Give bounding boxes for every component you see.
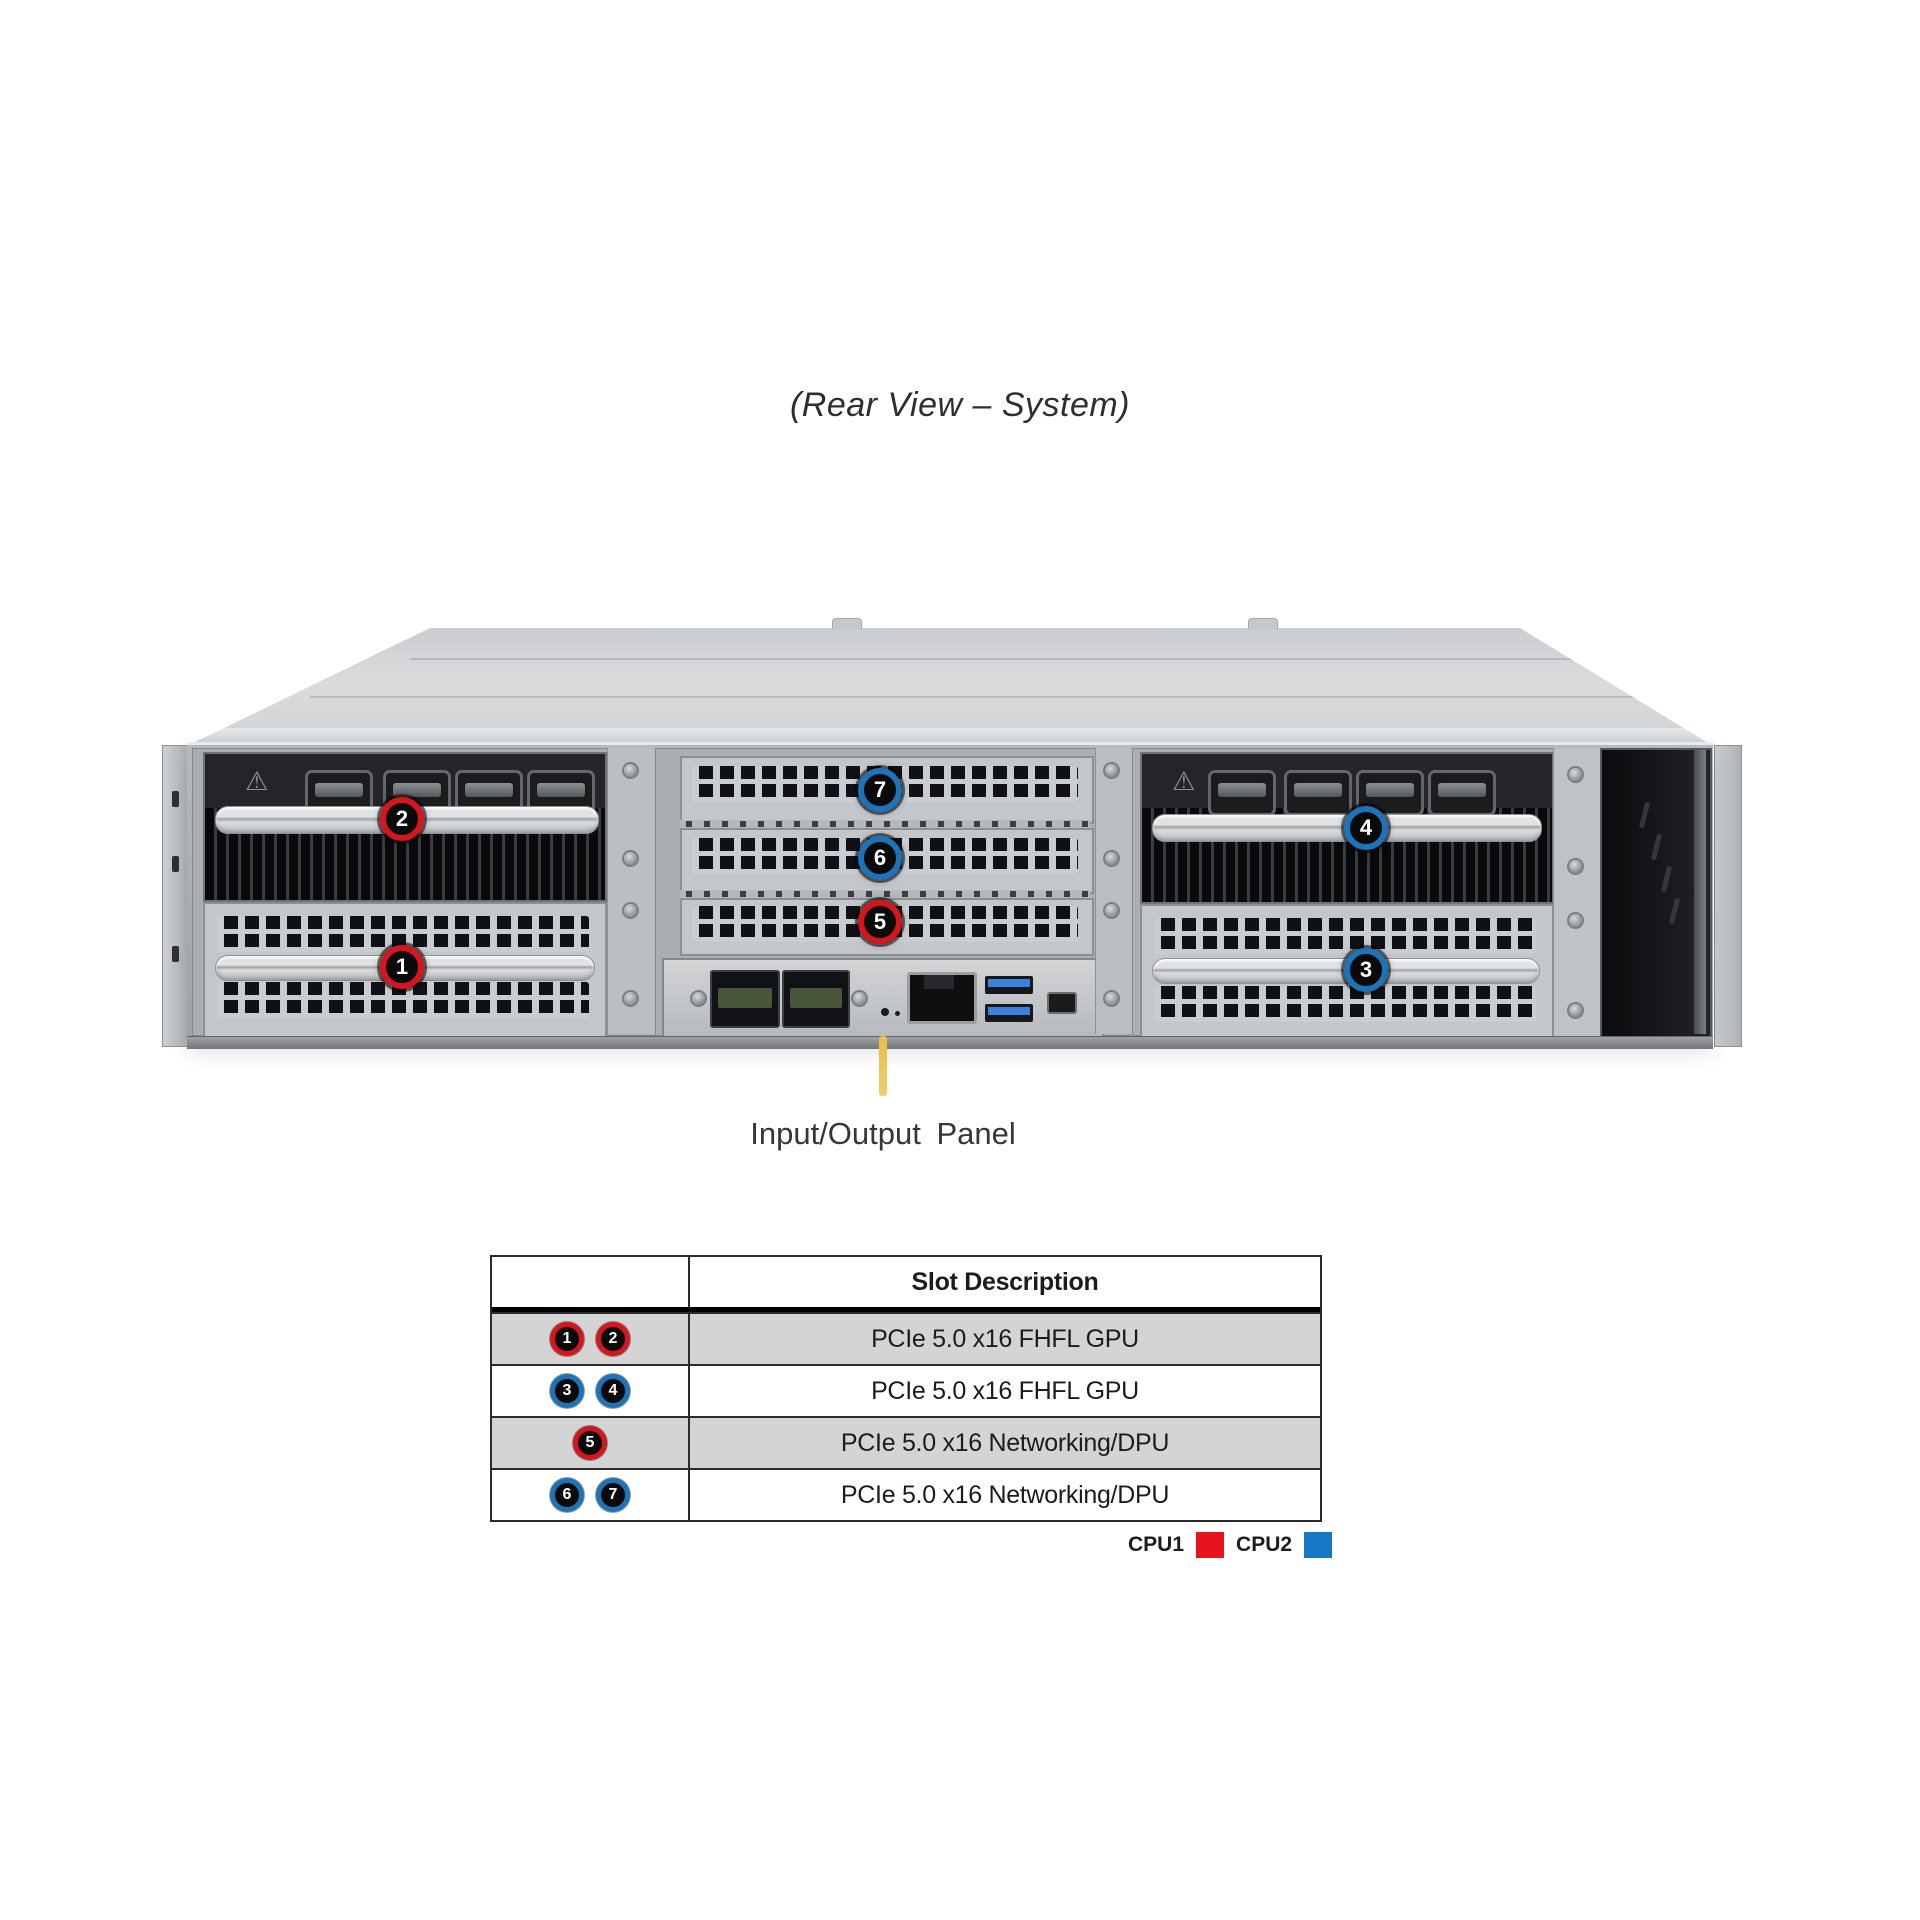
warning-triangle-icon: ⚠ [245, 766, 269, 796]
callout-slot-3: 3 [1344, 948, 1388, 992]
screw-icon [624, 992, 637, 1005]
legend-label-cpu2: CPU2 [1236, 1533, 1293, 1556]
ear-notch [172, 856, 179, 872]
io-port-module [782, 970, 850, 1028]
table-header-row: Slot Description [492, 1257, 1320, 1312]
bracket-column [607, 748, 657, 1034]
slot-description-cell: PCIe 5.0 x16 FHFL GPU [871, 1376, 1139, 1405]
usb-port [985, 1004, 1033, 1022]
callout-slot-5: 5 [858, 900, 902, 944]
slot-badges-cell: 6 7 [492, 1470, 690, 1520]
gpu-card-slot2: ⚠ [203, 752, 607, 902]
screw-icon [1569, 768, 1582, 781]
screw-icon [692, 992, 705, 1005]
legend-swatch-cpu2 [1304, 1532, 1333, 1558]
slot-badge-3: 3 [550, 1374, 584, 1408]
warning-triangle-icon: ⚠ [1172, 766, 1196, 796]
rack-ear-left [162, 745, 190, 1047]
screw-icon [624, 904, 637, 917]
cpu-legend: CPU1 CPU2 [1128, 1532, 1333, 1558]
slot-separator-vent [680, 890, 1090, 898]
callout-slot-7: 7 [858, 768, 902, 812]
bracket-column [1095, 748, 1133, 1034]
bay-wall [1694, 750, 1706, 1034]
table-row: 6 7 PCIe 5.0 x16 Networking/DPU [492, 1468, 1320, 1520]
figure-title: (Rear View – System) [789, 386, 1131, 424]
callout-slot-6: 6 [858, 836, 902, 880]
bay-blade [1650, 833, 1663, 861]
empty-psu-bay [1600, 748, 1712, 1040]
slot-badge-1: 1 [550, 1322, 584, 1356]
slot-badges-cell: 1 2 [492, 1314, 690, 1364]
slot-description-cell: PCIe 5.0 x16 Networking/DPU [840, 1480, 1170, 1509]
lid-ridge [310, 696, 1650, 698]
port-contacts [718, 988, 772, 1008]
screw-icon [624, 764, 637, 777]
bay-blade [1638, 801, 1651, 829]
bay-blade [1668, 897, 1681, 925]
chassis-bottom-edge [187, 1036, 1713, 1049]
io-port-module [710, 970, 780, 1028]
slot-badge-5: 5 [573, 1426, 607, 1460]
lid-latch-tab [1248, 618, 1278, 629]
ear-notch [172, 946, 179, 962]
display-port [1428, 770, 1496, 816]
usb-port [985, 976, 1033, 994]
slot3-vent-bottom [1154, 986, 1536, 1022]
callout-slot-1: 1 [380, 945, 424, 989]
display-port [1208, 770, 1276, 816]
header-description-cell: Slot Description [911, 1267, 1099, 1296]
slot-badges-cell: 3 4 [492, 1366, 690, 1416]
slot3-vent-top [1154, 918, 1536, 954]
slot-separator-vent [680, 820, 1090, 828]
slot-badge-7: 7 [596, 1478, 630, 1512]
screw-icon [1105, 904, 1118, 917]
table-row: 1 2 PCIe 5.0 x16 FHFL GPU [492, 1312, 1320, 1364]
display-port [1284, 770, 1352, 816]
chassis-rear-face: ⚠ 2 1 7 [187, 742, 1713, 1040]
slot-badge-2: 2 [596, 1322, 630, 1356]
legend-swatch-cpu1 [1196, 1532, 1225, 1558]
screw-icon [624, 852, 637, 865]
io-panel-pointer-line [879, 1036, 887, 1096]
led-indicator [895, 1011, 900, 1016]
bay-blade [1660, 865, 1673, 893]
slot-badge-6: 6 [550, 1478, 584, 1512]
slot-badges-cell: 5 [492, 1418, 690, 1468]
slot-badge-4: 4 [596, 1374, 630, 1408]
io-panel-label: Input/Output Panel [750, 1116, 1016, 1151]
screw-icon [1105, 852, 1118, 865]
bracket-column [1553, 748, 1601, 1036]
ethernet-port [907, 972, 977, 1024]
slot-description-table: Slot Description 1 2 PCIe 5.0 x16 FHFL G… [490, 1255, 1322, 1522]
lid-ridge [410, 658, 1600, 660]
screw-icon [1569, 914, 1582, 927]
header-slot-cell [492, 1257, 690, 1307]
server-chassis-rear-view: ⚠ 2 1 7 [160, 600, 1745, 1070]
legend-label-cpu1: CPU1 [1128, 1533, 1185, 1556]
screw-icon [1569, 860, 1582, 873]
screw-icon [1105, 764, 1118, 777]
screw-icon [853, 992, 866, 1005]
table-row: 3 4 PCIe 5.0 x16 FHFL GPU [492, 1364, 1320, 1416]
slot-description-cell: PCIe 5.0 x16 FHFL GPU [871, 1324, 1139, 1353]
screw-icon [1105, 992, 1118, 1005]
lid-front-highlight [187, 728, 1713, 742]
callout-slot-4: 4 [1344, 806, 1388, 850]
chassis-top-lid [187, 628, 1713, 746]
rack-ear-right [1714, 745, 1742, 1047]
ear-notch [172, 791, 179, 807]
screw-icon [1569, 1004, 1582, 1017]
mini-display-port [1047, 992, 1077, 1014]
callout-slot-2: 2 [380, 797, 424, 841]
table-row: 5 PCIe 5.0 x16 Networking/DPU [492, 1416, 1320, 1468]
slot-description-cell: PCIe 5.0 x16 Networking/DPU [840, 1428, 1170, 1457]
id-button [881, 1008, 889, 1016]
lid-latch-tab [832, 618, 862, 629]
port-contacts [790, 988, 842, 1008]
